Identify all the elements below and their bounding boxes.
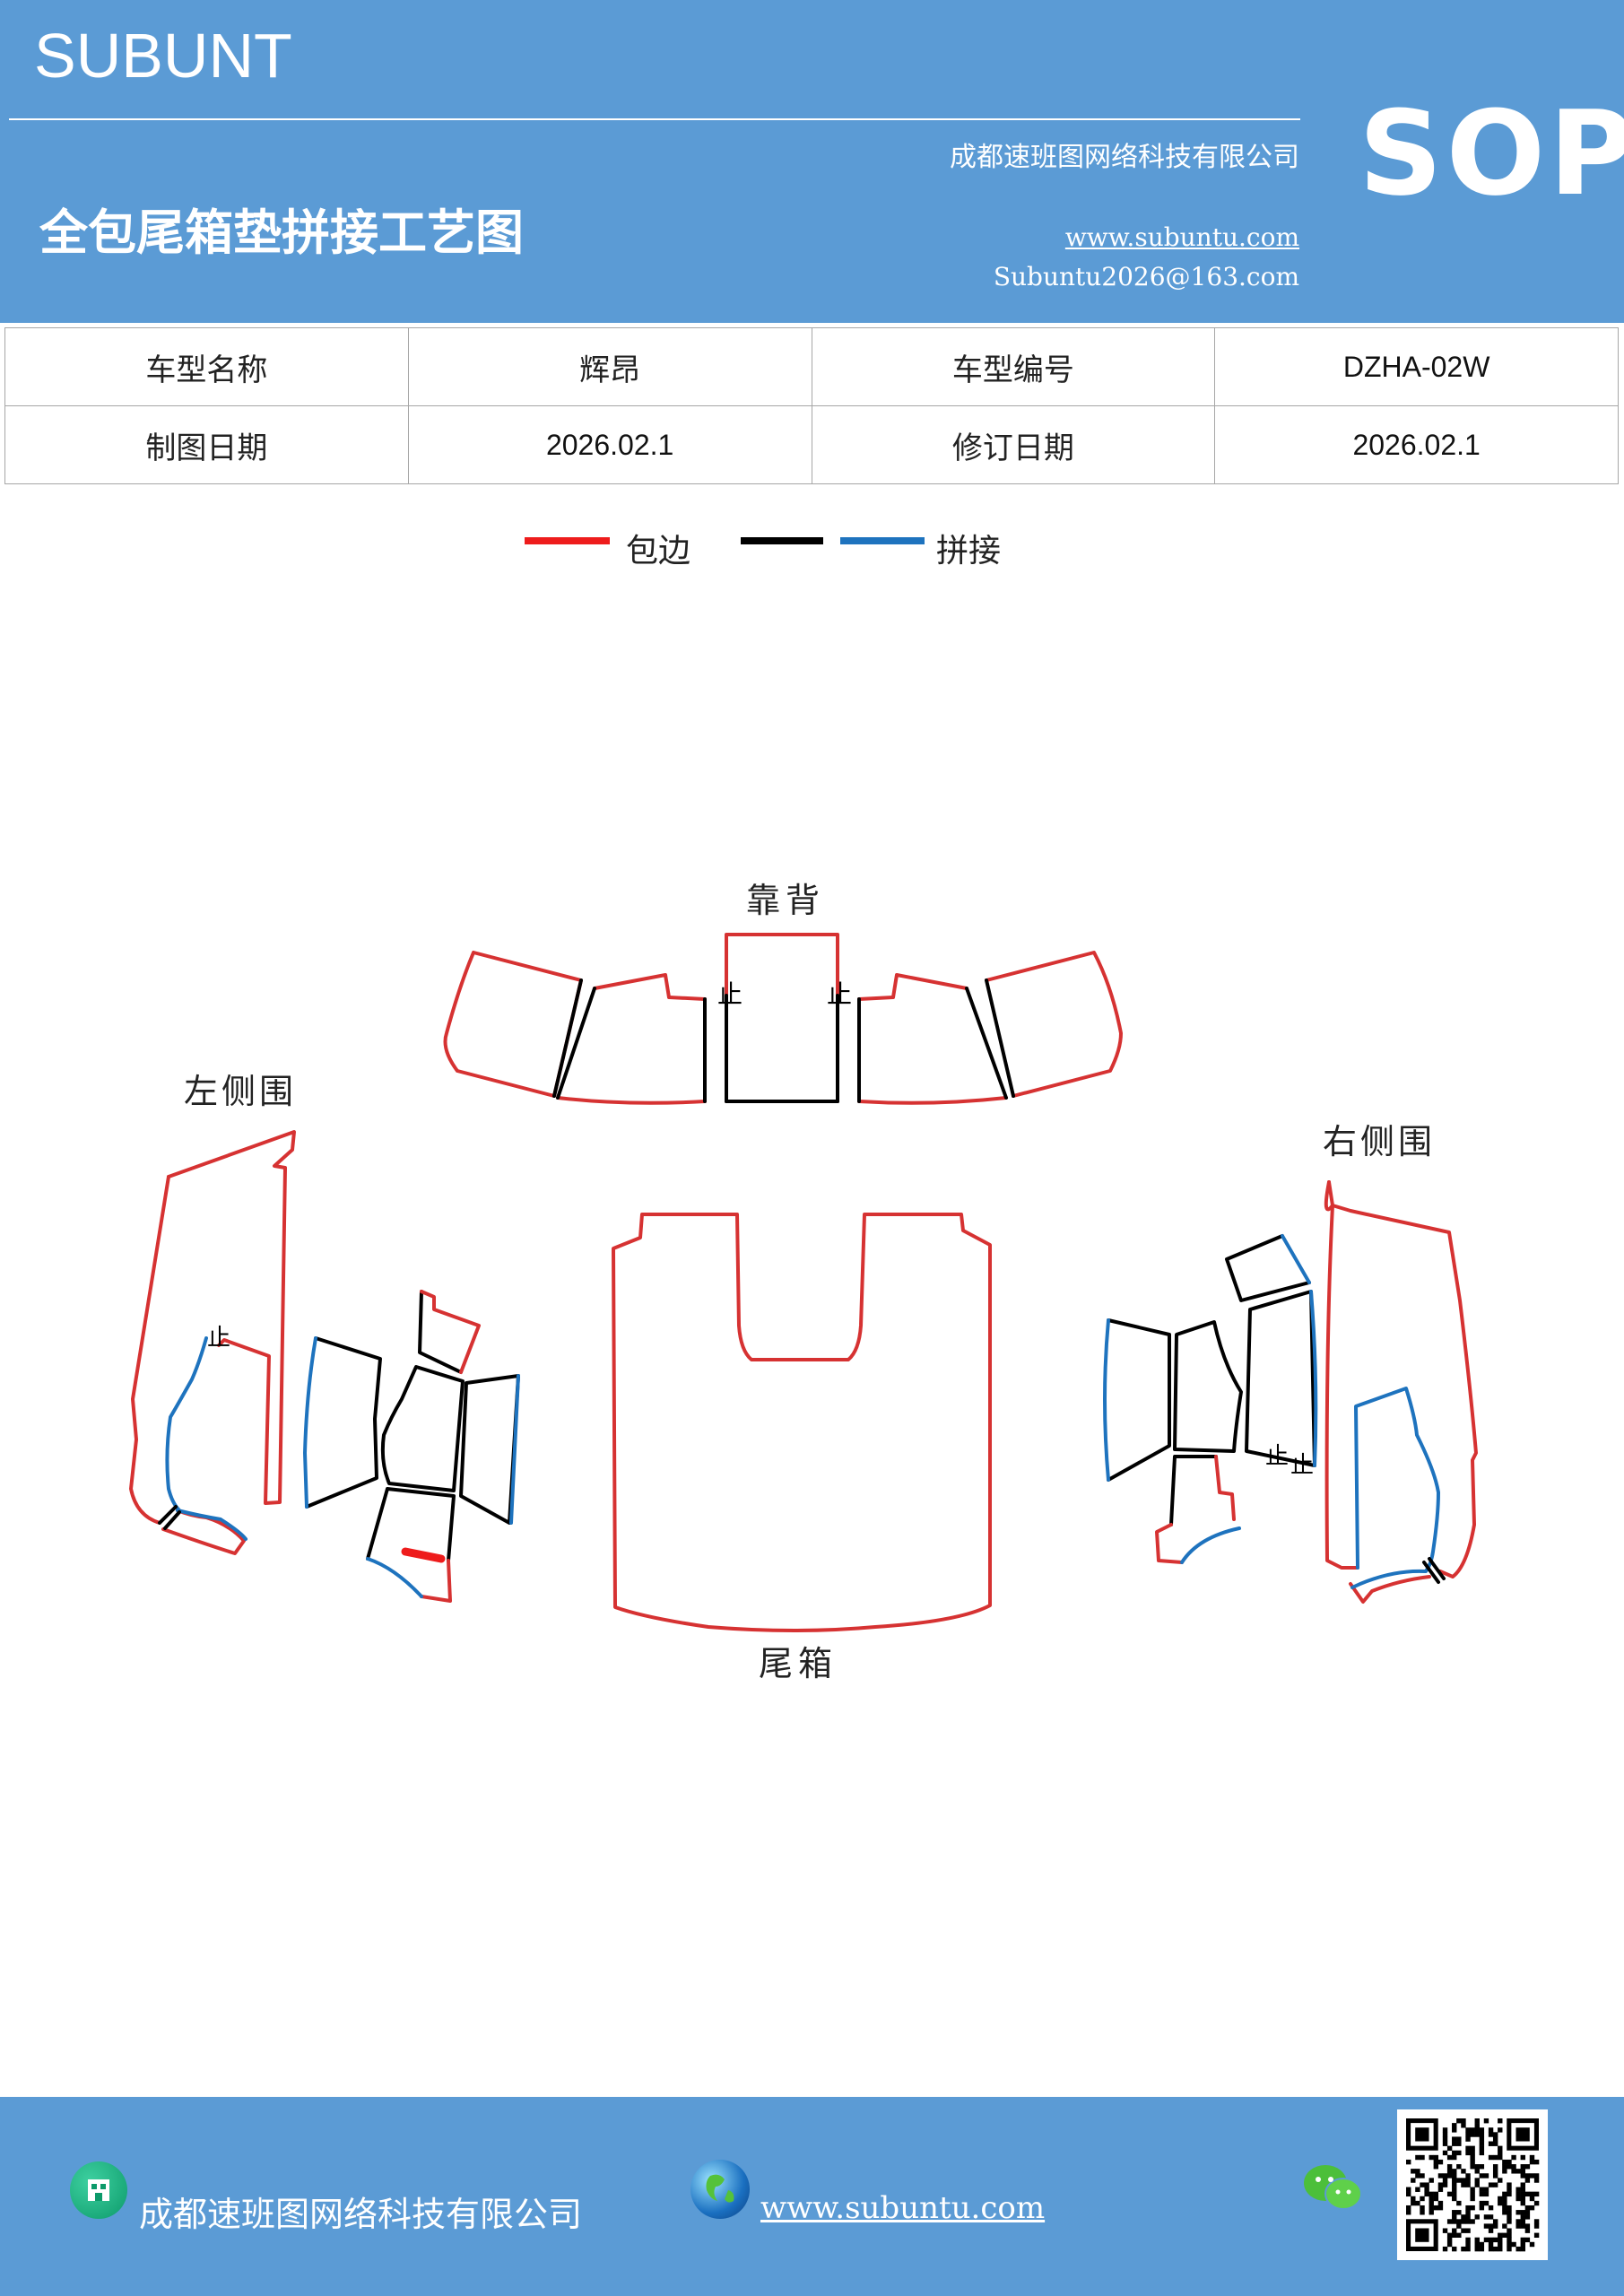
legend-edge-label: 包边 — [626, 533, 691, 570]
model-name-label: 车型名称 — [4, 327, 409, 406]
left-side-top-piece-edge — [420, 1290, 481, 1374]
right-side-outer-panel — [1327, 1180, 1478, 1578]
model-code-value: DZHA-02W — [1214, 327, 1619, 406]
right-side-label: 右侧围 — [1323, 1122, 1436, 1161]
right-side-outer-panel-left — [1324, 1180, 1359, 1570]
table-row: 车型名称 辉昂 车型编号 DZHA-02W — [4, 327, 1619, 406]
left-side-outer-panel — [167, 1130, 296, 1505]
footer: 成都速班图网络科技有限公司 www.subuntu.com — [0, 2097, 1624, 2296]
company-name: 成都速班图网络科技有限公司 — [950, 142, 1299, 173]
right-side-inner-splice — [1350, 1387, 1440, 1589]
email-address: Subuntu2026@163.com — [993, 262, 1299, 291]
qr-code — [1397, 2109, 1548, 2260]
model-code-label: 车型编号 — [811, 327, 1216, 406]
legend-edge-line — [525, 537, 610, 544]
left-side-outer-panel-edge — [129, 1175, 170, 1525]
legend-black-line — [741, 537, 823, 544]
left-side-bottom-splice — [366, 1557, 423, 1598]
right-side-lower-edge — [1349, 1575, 1431, 1604]
right-side-trapezoid-splice — [1103, 1318, 1110, 1482]
left-side-trapezoid-splice — [303, 1336, 317, 1509]
trunk-panel — [612, 1213, 992, 1632]
right-side-top-piece — [1225, 1234, 1311, 1302]
splice-diagram: 靠背 止 止 左侧围 止 — [129, 881, 1478, 1683]
right-side-trapezoid — [1107, 1318, 1171, 1482]
left-side-top-piece — [418, 1290, 463, 1374]
legend-splice-label: 拼接 — [936, 533, 1002, 570]
right-side-cut-mark — [1422, 1557, 1446, 1584]
backrest-group: 靠背 止 止 — [443, 881, 1123, 1105]
building-icon — [70, 2161, 127, 2219]
left-side-right-piece — [459, 1374, 520, 1525]
right-side-bottom-edge — [1155, 1455, 1236, 1564]
revise-date-value: 2026.02.1 — [1214, 405, 1619, 484]
left-side-trapezoid — [305, 1336, 382, 1509]
stop-mark: 止 — [1265, 1443, 1289, 1470]
trunk-label: 尾箱 — [759, 1644, 838, 1683]
backrest-panel-2 — [556, 973, 707, 1105]
left-side-bottom-piece — [366, 1487, 456, 1562]
stop-mark: 止 — [207, 1325, 230, 1352]
left-side-cut-mark — [158, 1505, 181, 1530]
draw-date-value: 2026.02.1 — [407, 405, 812, 484]
right-side-group: 右侧围 止 止 — [1103, 1122, 1478, 1604]
stop-mark: 止 — [827, 979, 852, 1009]
backrest-panel-4-splice — [985, 978, 1015, 1098]
right-side-tall-piece — [1245, 1290, 1316, 1467]
backrest-panel-1 — [443, 951, 583, 1098]
left-side-inner-splice — [165, 1336, 248, 1541]
table-row: 制图日期 2026.02.1 修订日期 2026.02.1 — [4, 405, 1619, 484]
revise-date-label: 修订日期 — [811, 405, 1216, 484]
draw-date-label: 制图日期 — [4, 405, 409, 484]
backrest-panel-4 — [985, 951, 1123, 1098]
backrest-panel-center — [725, 933, 839, 1103]
page-title: 全包尾箱垫拼接工艺图 — [39, 204, 524, 261]
footer-company: 成都速班图网络科技有限公司 — [139, 2195, 583, 2234]
model-name-value: 辉昂 — [407, 327, 812, 406]
backrest-panel-1-splice — [552, 978, 583, 1098]
wechat-icon — [1302, 2161, 1365, 2215]
left-side-center-piece — [380, 1365, 465, 1492]
brand-logo: SUBUNT — [34, 21, 292, 91]
left-side-label: 左侧围 — [184, 1072, 297, 1111]
info-table: 车型名称 辉昂 车型编号 DZHA-02W 制图日期 2026.02.1 修订日… — [4, 327, 1619, 484]
website-link[interactable]: www.subuntu.com — [1064, 222, 1299, 252]
legend-splice-line — [840, 537, 925, 544]
globe-icon — [690, 2160, 750, 2219]
sop-mark: SOP — [1359, 85, 1624, 222]
trunk-group: 尾箱 — [612, 1213, 992, 1683]
legend: 包边 拼接 — [0, 525, 1624, 578]
left-side-right-piece-splice — [509, 1374, 520, 1525]
right-side-mid-piece — [1173, 1320, 1243, 1453]
header-divider — [9, 118, 1300, 120]
left-side-group: 左侧围 止 — [129, 1072, 520, 1603]
right-side-tall-piece-splice — [1309, 1290, 1318, 1467]
left-side-red-bar — [401, 1547, 446, 1563]
stop-mark: 止 — [717, 979, 743, 1009]
backrest-panel-3-splice — [965, 987, 1008, 1100]
stop-mark: 止 — [1290, 1452, 1314, 1479]
header: SUBUNT SOP 成都速班图网络科技有限公司 全包尾箱垫拼接工艺图 www.… — [0, 0, 1624, 323]
backrest-label: 靠背 — [746, 881, 825, 920]
footer-website-link[interactable]: www.subuntu.com — [760, 2190, 1046, 2226]
backrest-panel-2-splice — [556, 987, 596, 1100]
right-side-bottom-splice — [1180, 1526, 1241, 1564]
left-side-bottom-edge — [420, 1559, 452, 1603]
right-side-bottom-piece — [1169, 1455, 1218, 1526]
backrest-panel-3 — [857, 973, 1008, 1105]
right-side-top-piece-splice — [1281, 1234, 1311, 1284]
